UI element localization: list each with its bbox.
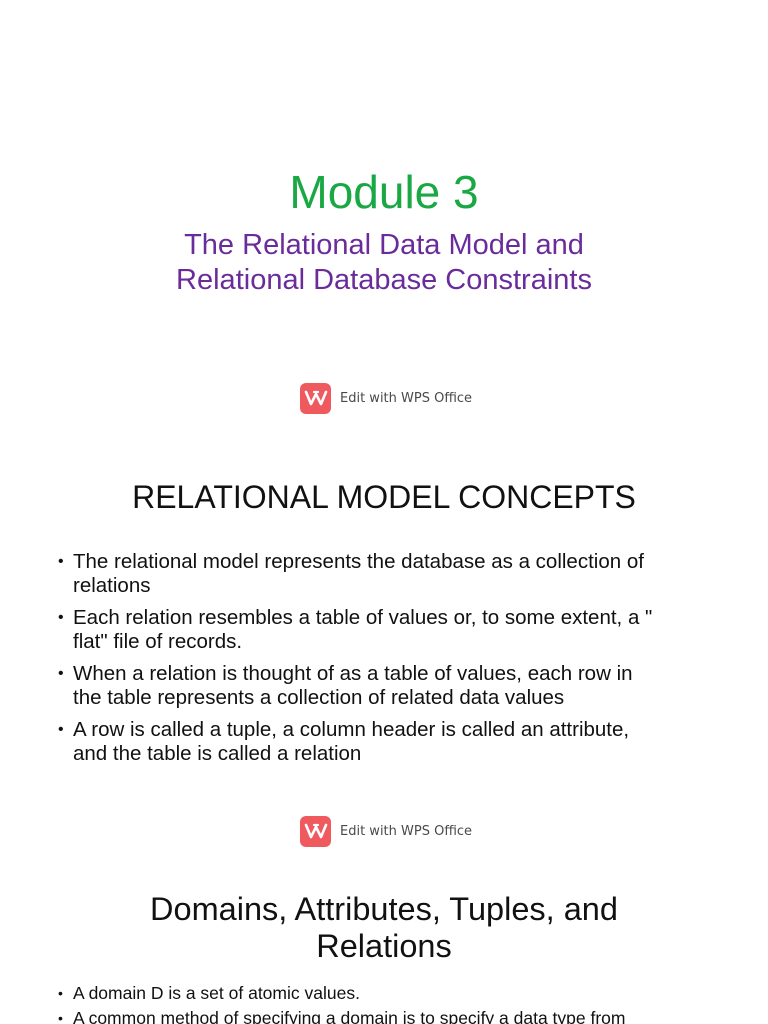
wps-w-glyph-icon [304,823,327,839]
module-subtitle: The Relational Data Model and Relational… [0,228,768,298]
bullet-dot-icon: • [58,665,64,682]
bullet-text-line: relations [73,574,151,597]
subtitle-line-1: The Relational Data Model and [184,229,584,261]
section-title-line-1: Domains, Attributes, Tuples, and [150,891,618,927]
bullet-dot-icon: • [58,721,64,738]
edit-with-wps-button[interactable]: Edit with WPS Office [300,815,472,847]
bullet-text-line: When a relation is thought of as a table… [73,662,633,685]
list-item: • A row is called a tuple, a column head… [56,718,716,766]
bullet-dot-icon: • [58,1010,63,1024]
subtitle-line-2: Relational Database Constraints [176,264,592,296]
bullet-text: A common method of specifying a domain i… [73,1008,626,1024]
concepts-bullet-list: • The relational model represents the da… [56,550,716,774]
list-item: • A domain D is a set of atomic values. [58,982,758,1004]
wps-badge-label: Edit with WPS Office [340,823,473,839]
bullet-dot-icon: • [58,609,64,626]
bullet-text: A domain D is a set of atomic values. [73,983,360,1003]
bullet-text-line: Each relation resembles a table of value… [73,606,653,629]
wps-badge-label: Edit with WPS Office [340,390,473,406]
bullet-text-line: A row is called a tuple, a column header… [73,718,630,741]
bullet-text-line: and the table is called a relation [73,742,362,765]
domains-bullet-list: • A domain D is a set of atomic values. … [58,982,758,1024]
edit-with-wps-button[interactable]: Edit with WPS Office [300,382,472,414]
list-item: • The relational model represents the da… [56,550,716,598]
bullet-text-line: flat" file of records. [73,630,243,653]
section-title-line-2: Relations [316,928,452,964]
section-title-domains: Domains, Attributes, Tuples, and Relatio… [0,891,768,965]
bullet-dot-icon: • [58,985,63,1001]
module-title: Module 3 [289,166,479,218]
list-item: • Each relation resembles a table of val… [56,606,716,654]
wps-w-glyph-icon [304,390,327,406]
bullet-text-line: The relational model represents the data… [73,550,644,573]
list-item: • A common method of specifying a domain… [58,1007,758,1024]
wps-office-logo-icon [300,815,331,847]
bullet-dot-icon: • [58,553,64,570]
section-title-relational-model: RELATIONAL MODEL CONCEPTS [132,479,636,515]
list-item: • When a relation is thought of as a tab… [56,662,716,710]
wps-office-logo-icon [300,382,331,414]
bullet-text-line: the table represents a collection of rel… [73,686,565,709]
